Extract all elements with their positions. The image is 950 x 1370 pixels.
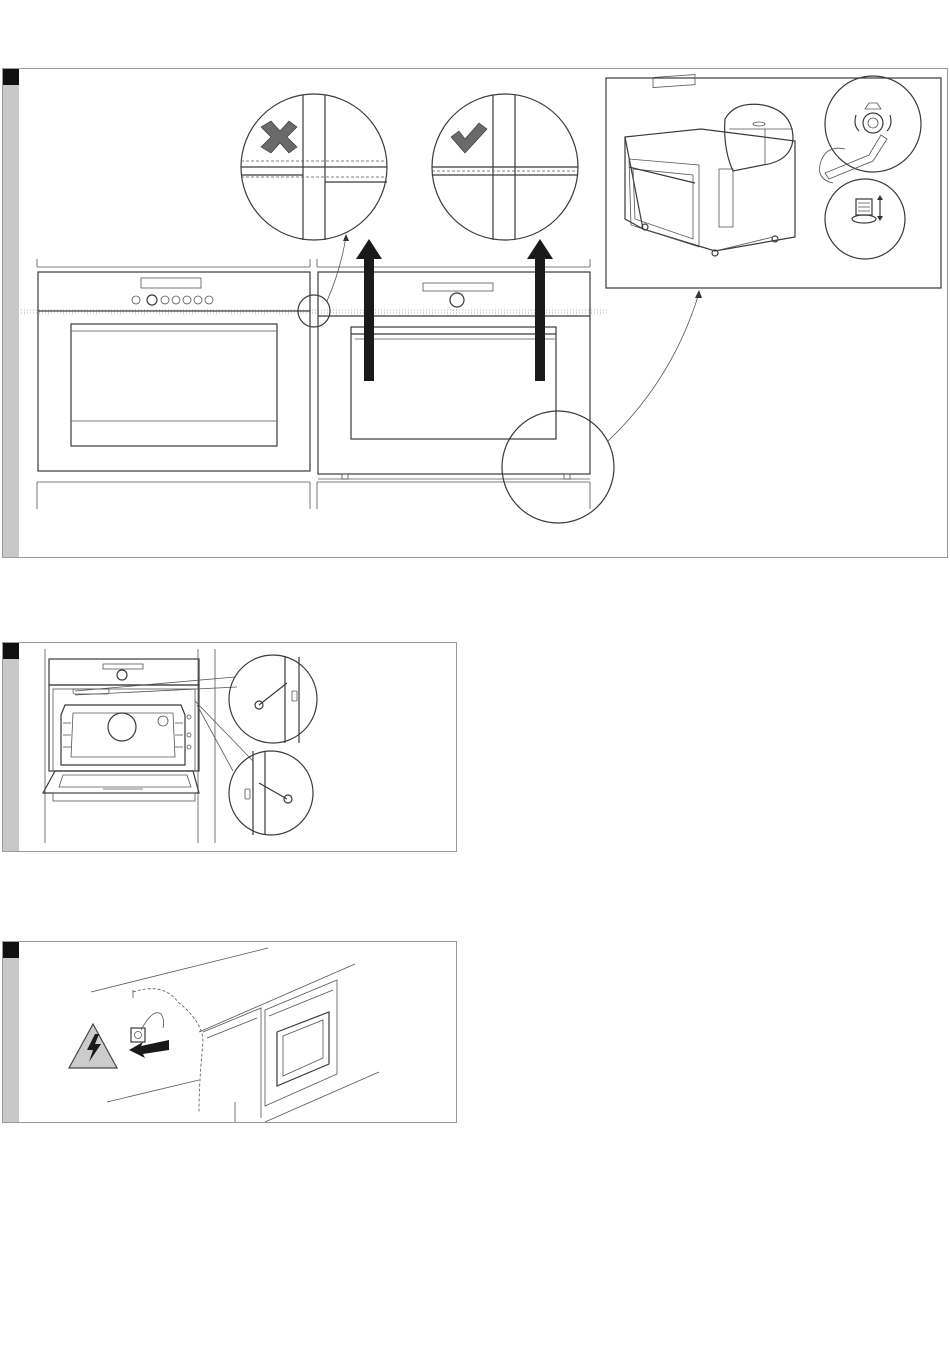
cabinet-top: [37, 259, 590, 267]
foot-rotation-detail: [825, 76, 921, 172]
display-panel: [423, 283, 493, 291]
cross-icon: [261, 121, 297, 153]
display-panel: [141, 278, 201, 288]
cabinet-bottom: [37, 482, 590, 509]
checkmark-icon: [451, 123, 487, 153]
foot-height-detail: [825, 179, 905, 259]
screw-hole: [187, 715, 191, 719]
oven-foot: [342, 474, 348, 479]
step-panel-electrical-connection: [2, 941, 457, 1123]
correct-alignment-detail: [432, 94, 578, 240]
screw-hole: [187, 733, 191, 737]
oven-door: [43, 771, 199, 793]
up-down-arrow-icon: [877, 195, 883, 221]
electrical-connection-diagram: [3, 942, 457, 1123]
fixing-screws-diagram: [3, 643, 457, 852]
wrong-alignment-detail: [241, 94, 387, 240]
open-oven: [43, 659, 199, 801]
mounting-bracket: [719, 169, 733, 227]
right-oven: [318, 272, 590, 479]
wall-socket: [131, 1013, 164, 1042]
feet-callout-circle: [502, 411, 614, 523]
fixing-screw: [259, 683, 287, 705]
alignment-diagram: [3, 69, 948, 558]
step-panel-fixing-screws: [2, 642, 457, 852]
oven-foot: [564, 474, 570, 479]
rotate-arrows-icon: [855, 115, 891, 131]
fan-cover: [108, 713, 136, 741]
upper-screw-detail: [229, 655, 317, 743]
left-oven: [38, 272, 310, 471]
control-knobs: [132, 295, 213, 305]
high-voltage-warning-icon: [69, 1024, 117, 1068]
plug-in-arrow: [129, 1040, 169, 1058]
oven-window: [71, 324, 277, 446]
foot-adjustment-inset: [606, 75, 941, 288]
control-knob: [450, 293, 464, 307]
lower-screw-detail: [229, 751, 313, 835]
screw-hole: [187, 745, 191, 749]
step-panel-alignment: [2, 68, 948, 558]
screw-icon: [284, 795, 292, 803]
fixing-screw: [259, 783, 287, 799]
